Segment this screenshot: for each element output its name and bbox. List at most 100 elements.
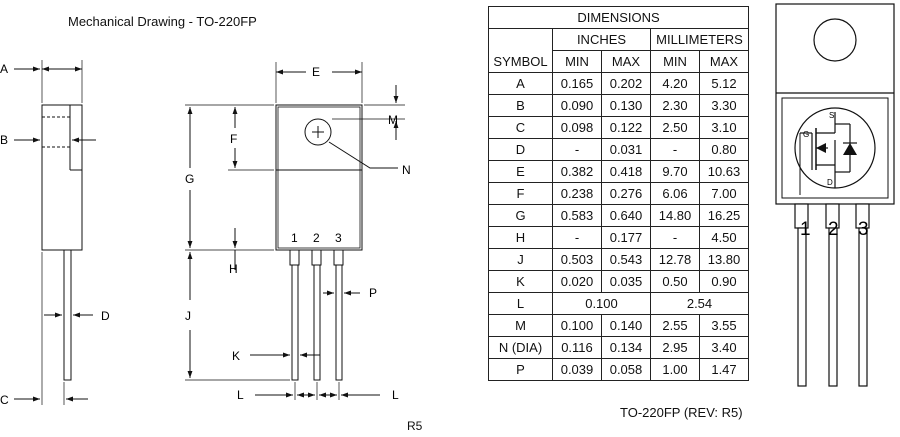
mm-min-header: MIN: [650, 50, 700, 73]
package-pin-label-2: 2: [828, 219, 839, 240]
source-label: S: [829, 111, 834, 120]
mounting-hole: [304, 118, 332, 146]
dim-label-k: K: [232, 349, 240, 363]
dim-label-f: F: [230, 132, 237, 146]
inches-min-cell: 0.039: [552, 358, 602, 381]
symbol-header: SYMBOL: [488, 28, 553, 73]
package-lead-2: [828, 227, 838, 387]
dimensions-table: DIMENSIONS SYMBOL INCHES MILLIMETERS MIN…: [488, 6, 749, 381]
inches-max-cell: 0.640: [601, 204, 651, 227]
front-view: [185, 62, 405, 400]
mm-max-cell: 0.80: [699, 138, 749, 161]
inches-min-cell: -: [552, 226, 602, 249]
symbol-cell: F: [488, 182, 553, 205]
inches-min-cell: 0.503: [552, 248, 602, 271]
inches-max-cell: 0.058: [601, 358, 651, 381]
table-row: D-0.031-0.80: [488, 138, 749, 161]
side-body-outline: [41, 104, 83, 251]
mm-max-cell: 3.10: [699, 116, 749, 139]
package-pin-label-3: 3: [858, 219, 869, 240]
package-pin-label-1: 1: [800, 219, 811, 240]
symbol-cell: N (DIA): [488, 336, 553, 359]
mm-min-cell: 12.78: [650, 248, 700, 271]
side-lead: [63, 249, 72, 381]
package-lead-1: [797, 227, 807, 387]
dim-label-m: M: [388, 113, 398, 127]
gate-label: G: [803, 130, 809, 139]
dim-label-n: N: [402, 163, 411, 177]
front-body: [275, 104, 363, 251]
inches-min-cell: 0.098: [552, 116, 602, 139]
inches-max-header: MAX: [601, 50, 651, 73]
front-lead-2: [313, 264, 321, 381]
symbol-cell: C: [488, 116, 553, 139]
inches-max-cell: 0.031: [601, 138, 651, 161]
inches-max-cell: 0.130: [601, 94, 651, 117]
mm-min-cell: 2.30: [650, 94, 700, 117]
dim-label-g: G: [185, 172, 194, 186]
mm-max-cell: 1.47: [699, 358, 749, 381]
dim-label-c: C: [0, 393, 9, 407]
symbol-cell: L: [488, 292, 553, 315]
mm-max-cell: 16.25: [699, 204, 749, 227]
mm-min-cell: 2.95: [650, 336, 700, 359]
package-illustration: [775, 3, 895, 387]
dim-label-l-left: L: [237, 388, 244, 402]
inches-min-cell: -: [552, 138, 602, 161]
unit-header-row: SYMBOL INCHES MILLIMETERS: [488, 28, 749, 73]
dim-label-a: A: [0, 62, 8, 76]
package-hole: [813, 18, 857, 62]
inches-min-header: MIN: [552, 50, 602, 73]
inches-max-cell: 0.276: [601, 182, 651, 205]
inches-min-cell: 0.165: [552, 72, 602, 95]
mm-min-cell: -: [650, 138, 700, 161]
table-footer: TO-220FP (REV: R5): [620, 405, 743, 420]
inches-max-cell: 0.202: [601, 72, 651, 95]
mm-max-cell: 10.63: [699, 160, 749, 183]
inches-typ-cell: 0.100: [552, 292, 651, 315]
revision-mark: R5: [407, 419, 423, 433]
pin-number-3: 3: [335, 231, 342, 245]
mm-header: MILLIMETERS: [650, 28, 749, 51]
dim-label-j: J: [185, 309, 191, 323]
symbol-cell: B: [488, 94, 553, 117]
symbol-cell: D: [488, 138, 553, 161]
inches-header: INCHES: [552, 28, 651, 51]
mm-min-cell: 14.80: [650, 204, 700, 227]
mm-max-cell: 4.50: [699, 226, 749, 249]
inches-min-cell: 0.238: [552, 182, 602, 205]
dim-label-p: P: [369, 286, 377, 300]
dim-label-e: E: [312, 65, 320, 79]
table-title: DIMENSIONS: [488, 6, 749, 29]
inches-max-cell: 0.418: [601, 160, 651, 183]
inches-max-cell: 0.122: [601, 116, 651, 139]
dim-label-l-right: L: [392, 388, 399, 402]
symbol-cell: M: [488, 314, 553, 337]
mm-min-cell: 2.50: [650, 116, 700, 139]
inches-min-cell: 0.020: [552, 270, 602, 293]
dim-label-h: H: [229, 262, 238, 276]
mm-max-cell: 3.40: [699, 336, 749, 359]
mm-max-cell: 13.80: [699, 248, 749, 271]
symbol-cell: H: [488, 226, 553, 249]
mm-max-cell: 5.12: [699, 72, 749, 95]
inches-max-cell: 0.177: [601, 226, 651, 249]
inches-max-cell: 0.140: [601, 314, 651, 337]
minmax-header-row: MIN MAX MIN MAX: [489, 50, 749, 73]
inches-max-cell: 0.543: [601, 248, 651, 271]
inches-min-cell: 0.382: [552, 160, 602, 183]
table-row: H-0.177-4.50: [488, 226, 749, 249]
inches-min-cell: 0.090: [552, 94, 602, 117]
mm-min-cell: 2.55: [650, 314, 700, 337]
inches-min-cell: 0.116: [552, 336, 602, 359]
